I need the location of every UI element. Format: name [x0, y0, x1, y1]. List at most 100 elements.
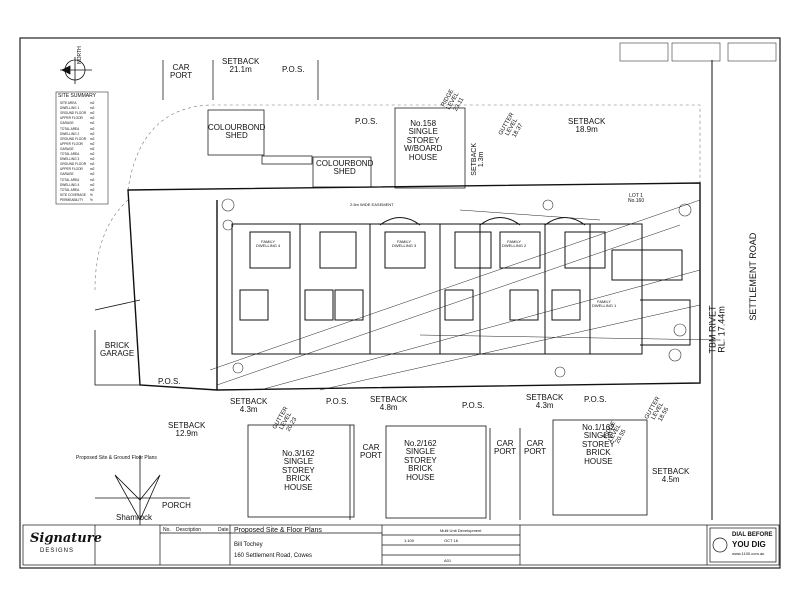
dial-before-line3: www.1100.com.au — [732, 551, 765, 556]
site-summary-row-label: GARAGE — [60, 146, 74, 151]
site-summary-row: DWELLING 2 m2 — [60, 131, 94, 136]
pos-left-label: P.O.S. — [158, 377, 181, 386]
pos-b2-label: P.O.S. — [462, 401, 485, 410]
easement-label: 2.5m WIDE EASEMENT — [350, 202, 394, 207]
settlement-road-label: SETTLEMENT ROAD — [748, 232, 759, 321]
setback-18-9-label: SETBACK 18.9m — [568, 117, 606, 135]
site-summary-row: UPPER FLOOR m2 — [60, 116, 94, 121]
site-summary-row-label: DWELLING 1 — [60, 106, 80, 111]
setback-12-9-label: SETBACK 12.9m — [168, 421, 206, 439]
site-summary-row: PERMEABILITY% — [60, 197, 93, 202]
dial-before-line1: DIAL BEFORE — [732, 532, 773, 538]
setback-top-label: SETBACK 21.1m — [222, 57, 260, 75]
site-summary-row: DWELLING 4 m2 — [60, 182, 94, 187]
dwelling-4-label: FAMILY DWELLING 4 — [256, 239, 281, 249]
site-address: 160 Settlement Road, Cowes — [234, 553, 313, 559]
site-summary-row-value: m2 — [90, 167, 95, 172]
setback-4-5-label: SETBACK 4.5m — [652, 467, 690, 485]
site-summary-row-label: TOTAL AREA — [60, 187, 80, 192]
client-name: Bill Tochey — [234, 542, 263, 548]
setback-4-3-left-label: SETBACK 4.3m — [230, 397, 268, 415]
site-summary-title: SITE SUMMARY — [58, 93, 96, 99]
dashed-boundaries — [94, 104, 701, 291]
notes-boxes — [619, 42, 777, 62]
site-summary-row: SITE COVERAGE% — [60, 192, 93, 197]
colourbond-shed-label-2: COLOURBOND SHED — [316, 159, 374, 177]
site-summary-row-value: m2 — [90, 116, 95, 121]
site-plan-caption: Proposed Site & Ground Floor Plans — [76, 455, 157, 461]
site-summary-row-value: m2 — [90, 182, 95, 187]
site-summary-row-value: m2 — [90, 136, 95, 141]
site-summary-row-label: UPPER FLOOR — [60, 141, 83, 146]
title-block — [22, 524, 780, 566]
drawing-title: Proposed Site & Floor Plans — [234, 527, 322, 534]
site-summary-row-label: TOTAL AREA — [60, 126, 80, 131]
col-date-header: Date — [218, 527, 229, 533]
pos-top-label: P.O.S. — [282, 65, 305, 74]
site-summary-row-label: SITE COVERAGE — [60, 192, 87, 197]
setback-4-8-label: SETBACK 4.8m — [370, 395, 408, 413]
site-summary-row-label: DWELLING 2 — [60, 131, 80, 136]
site-summary-row-value: % — [90, 197, 93, 202]
brick-garage-label: BRICK GARAGE — [100, 341, 135, 359]
site-summary-row-label: GARAGE — [60, 121, 74, 126]
site-summary-row-value: m2 — [90, 106, 95, 111]
site-summary-row-label: GROUND FLOOR — [60, 162, 87, 167]
site-boundary — [127, 182, 701, 391]
site-summary-row-value: m2 — [90, 152, 95, 156]
site-summary-row: UPPER FLOOR m2 — [60, 167, 94, 172]
neighbour-158-boundaries — [162, 60, 466, 189]
left-neighbours — [94, 299, 190, 525]
project-name: Multi Unit Development — [440, 528, 482, 533]
site-summary-row-label: TOTAL AREA — [60, 152, 80, 156]
porch-label: PORCH — [162, 501, 191, 510]
north-label: NORTH — [77, 46, 83, 64]
scale-value: 1:100 — [404, 538, 415, 543]
overlooking-lines — [209, 199, 721, 391]
site-summary-row-label: DWELLING 3 — [60, 157, 80, 162]
col-description-header: Description — [176, 527, 202, 533]
site-summary-row-value: m2 — [90, 131, 95, 136]
site-summary-row-value: m2 — [90, 162, 95, 167]
site-summary-row-value: m2 — [90, 177, 95, 182]
site-summary-row-value: % — [90, 192, 93, 197]
pos-b3-label: P.O.S. — [584, 395, 607, 404]
colourbond-shed-label-1: COLOURBOND SHED — [208, 123, 266, 141]
col-no-header: No. — [163, 527, 171, 533]
dial-before-line2: YOU DIG — [732, 540, 766, 549]
car-port-top-label: CAR PORT — [170, 63, 193, 81]
sheet-border — [19, 37, 781, 569]
site-summary-row: TOTAL AREA m2 — [60, 152, 94, 156]
lot-label: LOT 1 No.160 — [628, 193, 645, 205]
tbm-rivet-label: TBM RIVET RL: 17.44m — [707, 305, 728, 354]
site-summary-row-value: m2 — [90, 146, 95, 151]
site-summary-row-label: DWELLING 4 — [60, 182, 80, 187]
site-summary-row-label: PERMEABILITY — [60, 197, 84, 202]
site-summary-row-label: GROUND FLOOR — [60, 111, 87, 116]
car-port-b3-label: CAR PORT — [524, 439, 547, 457]
dwellings-outline — [231, 217, 691, 355]
setback-4-3-right-label: SETBACK 4.3m — [526, 393, 564, 411]
site-summary-row: GARAGE m2 — [60, 121, 94, 126]
car-port-b2-label: CAR PORT — [494, 439, 517, 457]
north-arrow-icon — [60, 57, 92, 84]
site-summary-row-value: m2 — [90, 121, 95, 126]
date-value: OCT 16 — [444, 538, 458, 543]
site-summary-row-value: m2 — [90, 126, 95, 131]
tree-icon — [221, 198, 692, 378]
dwelling-2-label: FAMILY DWELLING 2 — [502, 239, 527, 249]
site-summary-row: GARAGE m2 — [60, 146, 94, 151]
setback-1-3-label: SETBACK 1.3m — [471, 143, 486, 176]
site-summary-row-label: UPPER FLOOR — [60, 167, 83, 172]
road-edge — [699, 60, 713, 520]
dwelling-1-label: FAMILY DWELLING 1 — [592, 299, 617, 309]
site-summary-row-label: UPPER FLOOR — [60, 116, 83, 121]
shamrock-label: Shamrock — [116, 513, 153, 522]
